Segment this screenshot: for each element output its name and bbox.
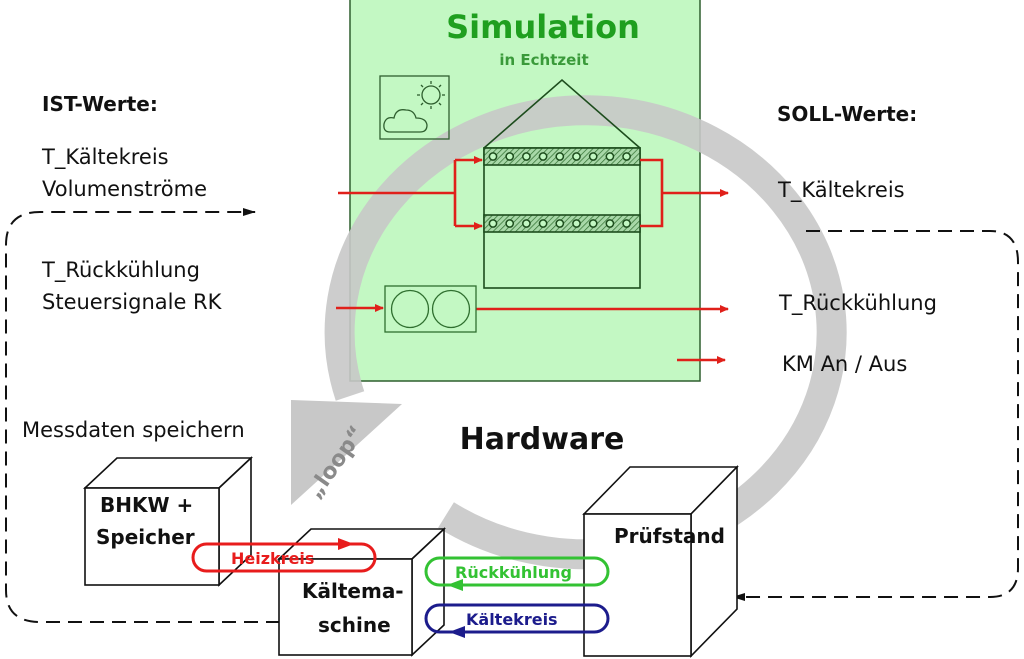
pipe-hole: [488, 152, 498, 161]
recooler-icon: [384, 285, 477, 333]
kaeltemaschine-label-line2: schine: [318, 613, 391, 637]
hardware-title: Hardware: [460, 422, 625, 457]
heizkreis-label: Heizkreis: [231, 549, 314, 568]
bhkw-label-line2: Speicher: [96, 525, 195, 549]
pipe-hole: [522, 219, 531, 228]
heizkreis-circuit: Heizkreis: [191, 538, 377, 573]
heizkreis-arrow-icon: [338, 538, 354, 550]
pipe-hole: [572, 152, 581, 161]
simulation-subtitle: in Echtzeit: [499, 51, 588, 69]
pipe-hole: [505, 219, 515, 228]
kaeltekreis-circuit: Kältekreis: [424, 603, 610, 638]
bhkw-speicher-box: [82, 456, 254, 587]
soll-value-t-kaeltekreis: T_Kältekreis: [777, 178, 905, 203]
kaeltekreis-label: Kältekreis: [466, 610, 558, 629]
bhkw-label-line1: BHKW +: [100, 493, 193, 517]
pipe-hole: [605, 152, 615, 161]
ist-value-volumenstroeme: Volumenströme: [42, 177, 207, 201]
pipe-hole: [505, 152, 515, 161]
pruefstand-box: [582, 465, 739, 658]
pipe-hole: [622, 219, 631, 228]
pipe-hole: [522, 152, 531, 161]
simulation-title: Simulation: [446, 8, 640, 46]
ist-value-t-kaeltekreis: T_Kältekreis: [41, 145, 169, 170]
kaeltemaschine-label-line1: Kältema-: [302, 579, 404, 603]
kaeltekreis-arrow-icon: [449, 626, 465, 638]
soll-values-heading: SOLL-Werte:: [777, 102, 917, 126]
pipe-hole: [572, 219, 581, 228]
pipe-hole: [488, 219, 498, 228]
ist-value-t-rueckkuehlung: T_Rückkühlung: [41, 258, 200, 283]
pipe-hole: [538, 219, 548, 228]
weather-sun-cloud-icon: [379, 75, 450, 140]
soll-value-t-rueckkuehlung: T_Rückkühlung: [778, 291, 937, 316]
pipe-hole: [538, 152, 548, 161]
ist-values-heading: IST-Werte:: [42, 92, 158, 116]
building-pipe-holes: [488, 152, 631, 228]
rueckkuehlung-arrow-icon: [447, 579, 463, 591]
pipe-hole: [555, 219, 565, 228]
soll-value-km-an-aus: KM An / Aus: [782, 352, 907, 376]
rueckkuehlung-label: Rückkühlung: [455, 563, 572, 582]
dashed-feedback-paths: [5, 208, 1019, 623]
pipe-hole: [622, 152, 631, 161]
rueckkuehlung-circuit: Rückkühlung: [424, 556, 610, 591]
signal-lines: [336, 156, 729, 364]
pipe-hole: [555, 152, 565, 161]
pruefstand-label: Prüfstand: [614, 524, 725, 548]
loop-arrowhead: [291, 400, 402, 505]
pipe-hole: [588, 219, 598, 228]
pipe-hole: [588, 152, 598, 161]
ist-value-steuersignale: Steuersignale RK: [42, 290, 223, 314]
kaeltemaschine-box: [276, 527, 447, 657]
pipe-hole: [605, 219, 615, 228]
store-measurement-label: Messdaten speichern: [22, 418, 245, 442]
